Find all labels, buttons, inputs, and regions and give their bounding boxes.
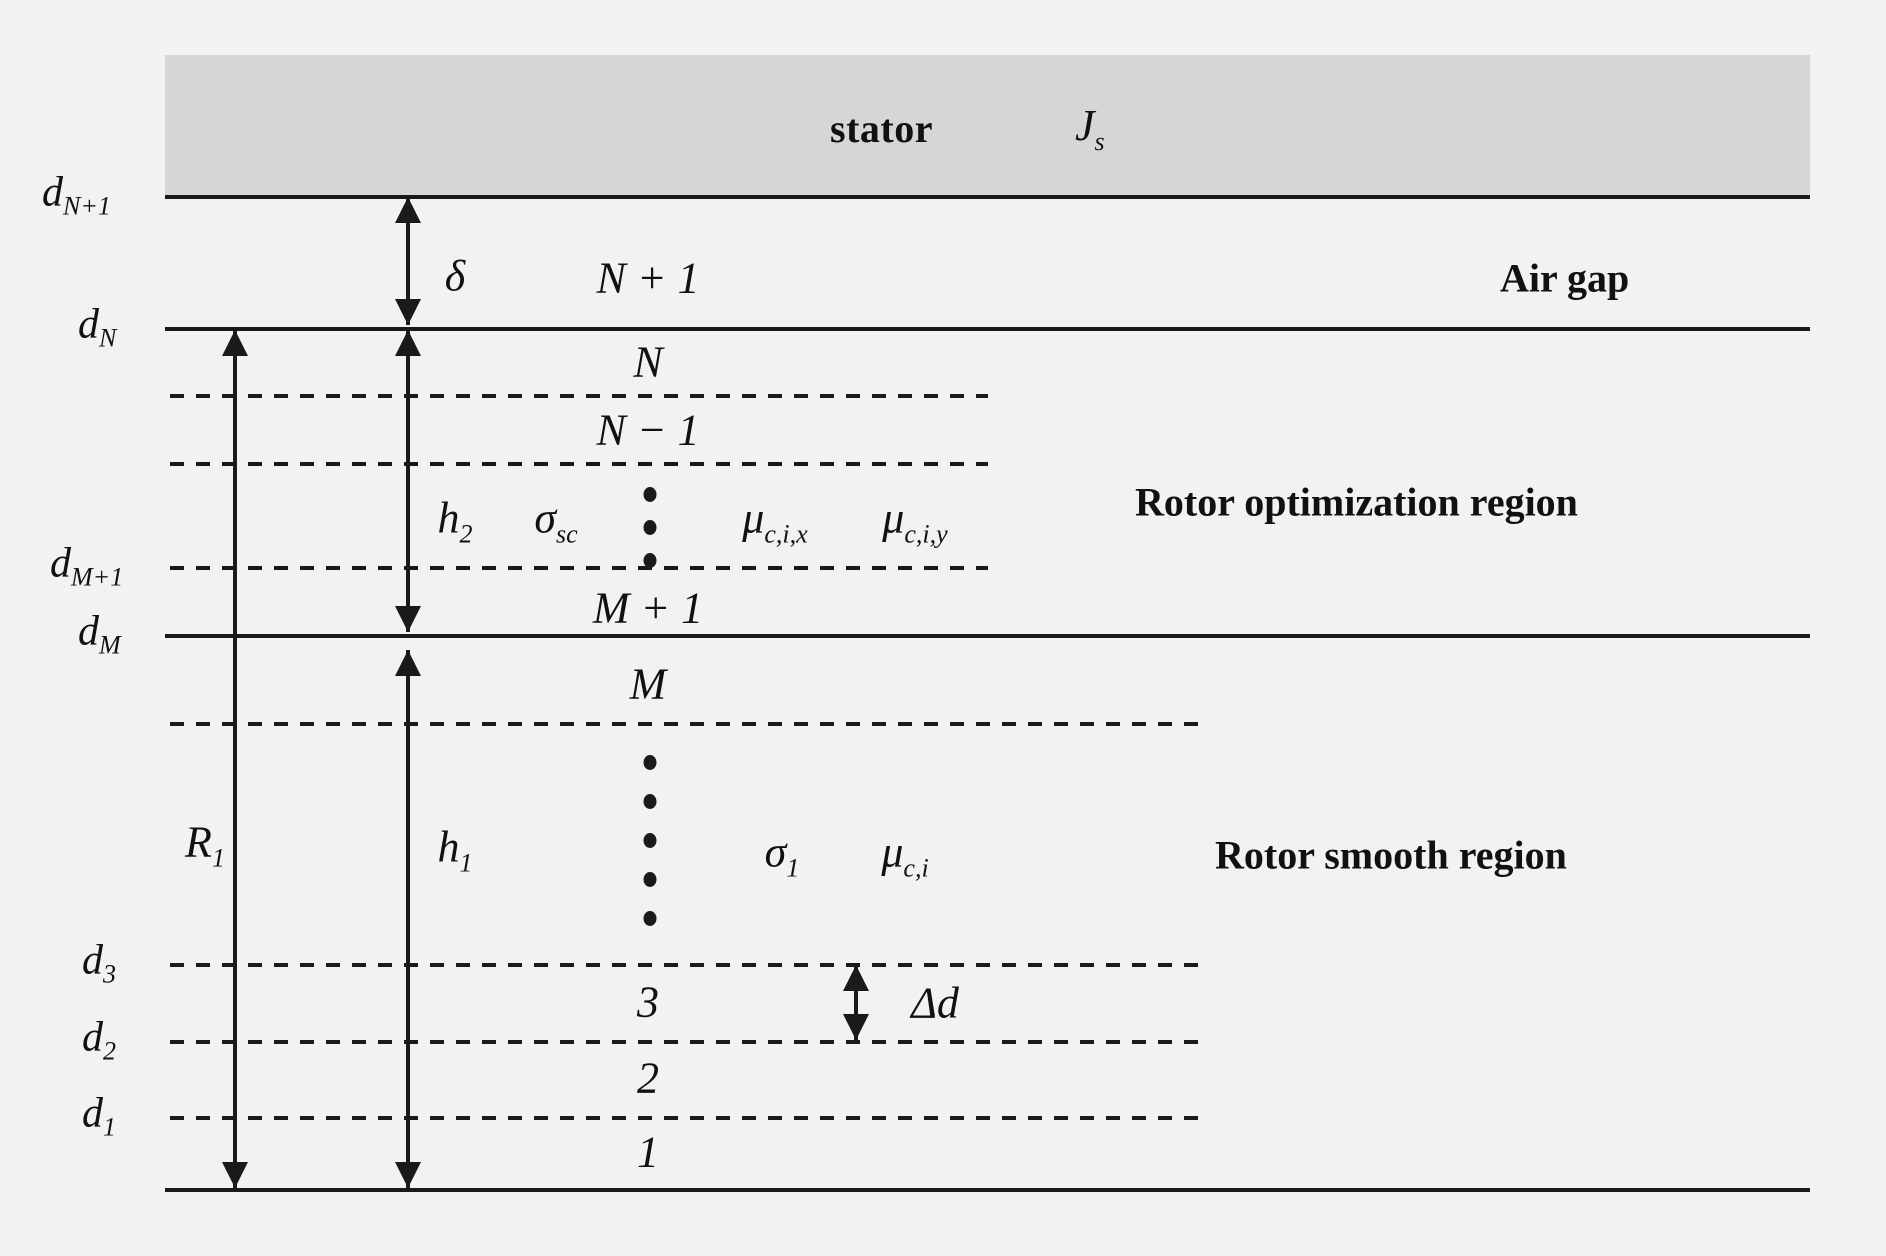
- sigma-sub: 1: [786, 853, 800, 883]
- label-r1: R1: [185, 817, 225, 874]
- js-base: J: [1075, 101, 1095, 150]
- region-label-rotor-smooth: Rotor smooth region: [1215, 832, 1567, 878]
- stator-block: [165, 55, 1810, 195]
- d-base: d: [42, 169, 63, 216]
- h1-sub: 1: [459, 848, 473, 878]
- measure-arrow-h2: [395, 330, 421, 632]
- arrow-head-up: [395, 197, 421, 223]
- layer-number-1: 1: [637, 1127, 659, 1177]
- label-d-2: d2: [82, 1013, 116, 1066]
- h2-sub: 2: [459, 519, 473, 549]
- r1-base: R: [185, 817, 212, 867]
- r1-sub: 1: [211, 843, 225, 873]
- sigma-base: σ: [764, 827, 787, 877]
- d-sub: N+1: [63, 191, 111, 221]
- d-base: d: [78, 301, 99, 348]
- d-sub: 2: [103, 1036, 116, 1066]
- arrow-shaft: [406, 330, 410, 632]
- measure-arrow-r1: [222, 330, 248, 1188]
- ellipsis-smooth-region: [643, 755, 657, 926]
- sigma-base: σ: [534, 493, 557, 543]
- label-d-n: dN: [78, 300, 116, 353]
- arrow-head-down: [222, 1162, 248, 1188]
- layer-number-2: 2: [637, 1053, 659, 1103]
- d-sub: N: [99, 323, 117, 353]
- stator-current-density-label: Js: [1075, 100, 1105, 157]
- ellipsis-dot: [643, 872, 657, 887]
- label-d-m: dM: [78, 607, 121, 660]
- measure-arrow-h1: [395, 650, 421, 1188]
- layer-number-n-minus-1: N − 1: [596, 405, 700, 455]
- h2-base: h: [437, 493, 460, 543]
- label-d-m-plus-1: dM+1: [50, 539, 123, 592]
- arrow-head-up: [222, 330, 248, 356]
- ellipsis-dot: [643, 487, 657, 502]
- label-d-3: d3: [82, 936, 116, 989]
- boundary-line-bottom: [165, 1188, 1810, 1192]
- ellipsis-dot: [643, 520, 657, 535]
- label-d-n-plus-1: dN+1: [42, 168, 111, 221]
- label-mu-c-i-x: μc,i,x: [742, 493, 807, 550]
- layer-number-n-plus-1: N + 1: [596, 253, 700, 303]
- boundary-line-d-m: [165, 634, 1810, 638]
- arrow-shaft: [854, 965, 858, 1040]
- arrow-head-down: [395, 606, 421, 632]
- h1-base: h: [437, 822, 460, 872]
- d-base: d: [78, 608, 99, 655]
- label-sigma-sc: σsc: [534, 493, 577, 550]
- label-delta-air-gap: δ: [445, 251, 465, 302]
- region-label-air-gap: Air gap: [1500, 255, 1630, 301]
- mu-base: μ: [881, 827, 904, 877]
- arrow-shaft: [406, 650, 410, 1188]
- mu-base: μ: [882, 493, 905, 543]
- d-base: d: [50, 540, 71, 587]
- arrow-head-down: [843, 1014, 869, 1040]
- stator-label: stator: [830, 106, 933, 151]
- arrow-head-up: [395, 330, 421, 356]
- label-d-1: d1: [82, 1089, 116, 1142]
- d-sub: 1: [103, 1112, 116, 1142]
- ellipsis-dot: [643, 911, 657, 926]
- delta-d-symbol: Δd: [911, 978, 959, 1028]
- ellipsis-dot: [643, 755, 657, 770]
- layer-number-3: 3: [637, 977, 659, 1027]
- ellipsis-dot: [643, 553, 657, 568]
- layer-number-m-plus-1: M + 1: [592, 583, 704, 633]
- arrow-head-up: [843, 965, 869, 991]
- d-sub: M: [99, 630, 121, 660]
- arrow-head-up: [395, 650, 421, 676]
- measure-arrow-air-gap: [395, 197, 421, 325]
- layer-number-m: M: [629, 659, 667, 709]
- d-sub: M+1: [71, 562, 124, 592]
- arrow-shaft: [233, 330, 237, 1188]
- d-base: d: [82, 1090, 103, 1137]
- boundary-line-d-n: [165, 327, 1810, 331]
- js-subscript: s: [1094, 126, 1105, 156]
- label-delta-d: Δd: [911, 978, 959, 1029]
- mu-base: μ: [742, 493, 765, 543]
- d-sub: 3: [103, 959, 116, 989]
- mu-sub: c,i,y: [904, 519, 948, 549]
- arrow-head-down: [395, 1162, 421, 1188]
- label-mu-c-i-y: μc,i,y: [882, 493, 947, 550]
- boundary-line-d-n-plus-1: [165, 195, 1810, 199]
- label-h1: h1: [438, 822, 473, 879]
- mu-sub: c,i: [903, 853, 929, 883]
- label-sigma-1: σ1: [765, 827, 800, 884]
- ellipsis-dot: [643, 833, 657, 848]
- d-base: d: [82, 1014, 103, 1061]
- d-base: d: [82, 937, 103, 984]
- arrow-head-down: [395, 299, 421, 325]
- measure-arrow-delta-d: [843, 965, 869, 1040]
- ellipsis-optimization-region: [643, 487, 657, 568]
- mu-sub: c,i,x: [764, 519, 808, 549]
- arrow-shaft: [406, 197, 410, 325]
- layer-number-n: N: [633, 337, 663, 387]
- label-mu-c-i: μc,i: [881, 827, 928, 884]
- region-label-rotor-optimization: Rotor optimization region: [1135, 479, 1578, 525]
- label-h2: h2: [438, 493, 473, 550]
- sigma-sub: sc: [556, 519, 578, 549]
- ellipsis-dot: [643, 794, 657, 809]
- delta-symbol: δ: [444, 251, 466, 301]
